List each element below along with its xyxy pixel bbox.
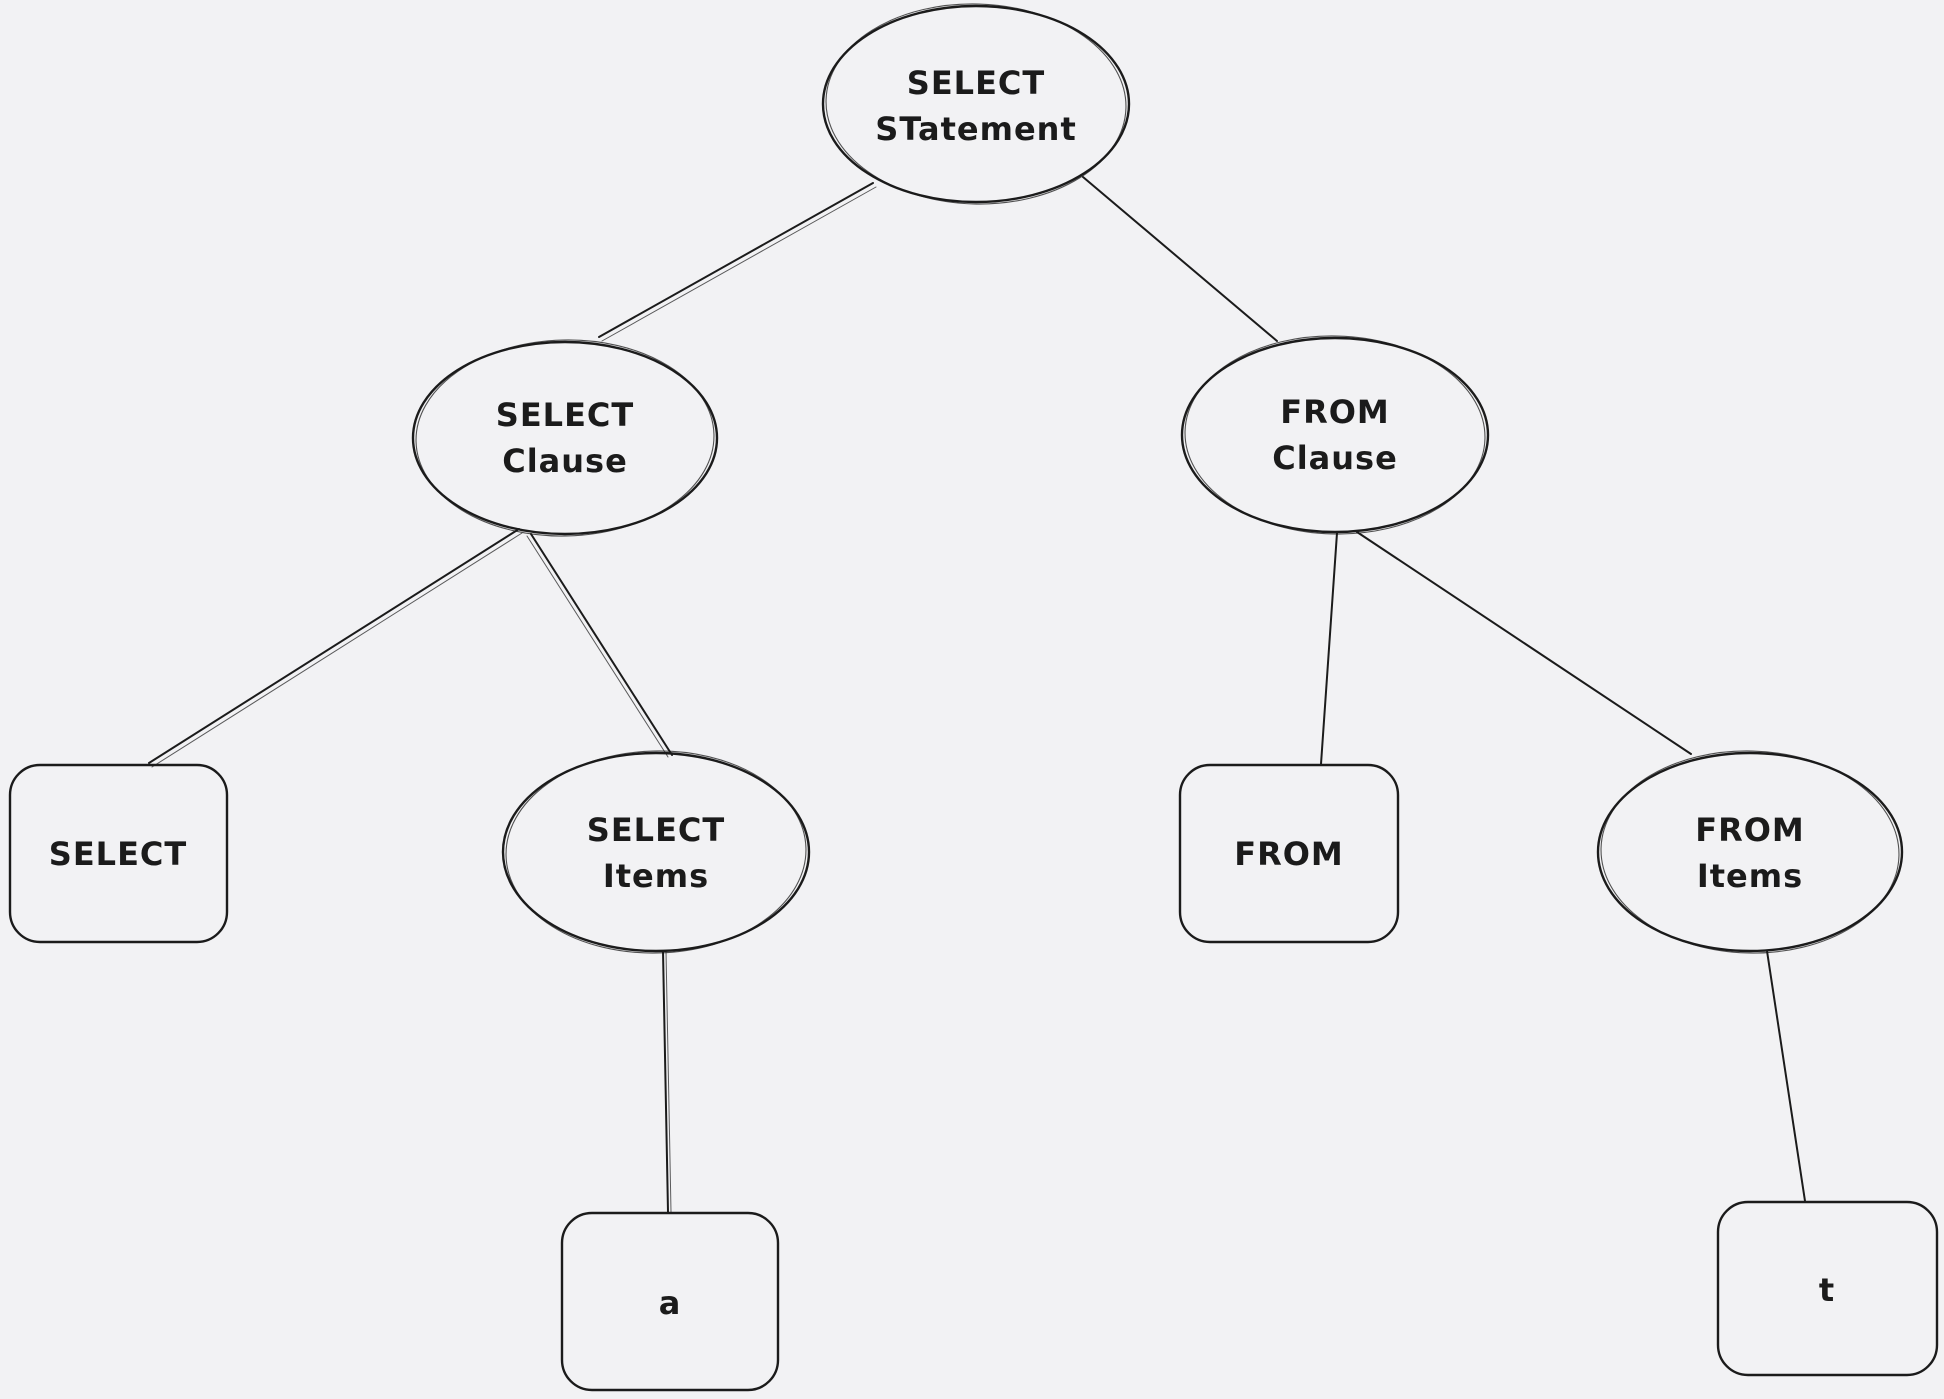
node-label: SELECT (49, 835, 187, 873)
edge-from-clause-to-from-items (1356, 531, 1692, 755)
edge-sketch-stroke (151, 532, 523, 768)
node-label: Clause (1272, 439, 1398, 477)
edges (148, 176, 1806, 1213)
node-select-statement: SELECT STatement (821, 3, 1131, 205)
node-from-clause: FROM Clause (1180, 335, 1490, 535)
node-select-keyword: SELECT (8, 763, 229, 944)
edge-sketch-stroke (526, 535, 669, 758)
node-from-items: FROM Items (1596, 750, 1904, 954)
edge-from-clause-to-from-keyword (1320, 532, 1338, 765)
node-from-keyword: FROM (1178, 763, 1400, 944)
node-label: t (1819, 1271, 1835, 1309)
edge-select-items-to-select-item-a (662, 950, 669, 1213)
node-label: Items (1697, 857, 1803, 895)
node-label: FROM (1234, 835, 1344, 873)
node-label: STatement (875, 110, 1076, 148)
edge-from-items-to-from-item-t (1766, 950, 1806, 1202)
edge-sketch-stroke (665, 950, 672, 1213)
node-label: FROM (1695, 811, 1805, 849)
node-label: FROM (1280, 393, 1390, 431)
node-label: Items (603, 857, 709, 895)
edge-select-statement-to-select-clause (598, 182, 874, 338)
edge-sketch-stroke (601, 186, 877, 342)
node-label: SELECT (496, 396, 634, 434)
node-label: a (659, 1284, 682, 1322)
node-label: Clause (502, 442, 628, 480)
edge-select-statement-to-from-clause (1082, 176, 1278, 342)
edge-select-clause-to-select-items (530, 533, 673, 756)
node-select-clause: SELECT Clause (411, 339, 719, 537)
node-select-items: SELECT Items (501, 750, 811, 954)
node-label: SELECT (587, 811, 725, 849)
node-select-item-a: a (560, 1211, 780, 1392)
node-label: SELECT (907, 64, 1045, 102)
edge-select-clause-to-select-keyword (148, 528, 520, 764)
node-from-item-t: t (1716, 1200, 1939, 1377)
